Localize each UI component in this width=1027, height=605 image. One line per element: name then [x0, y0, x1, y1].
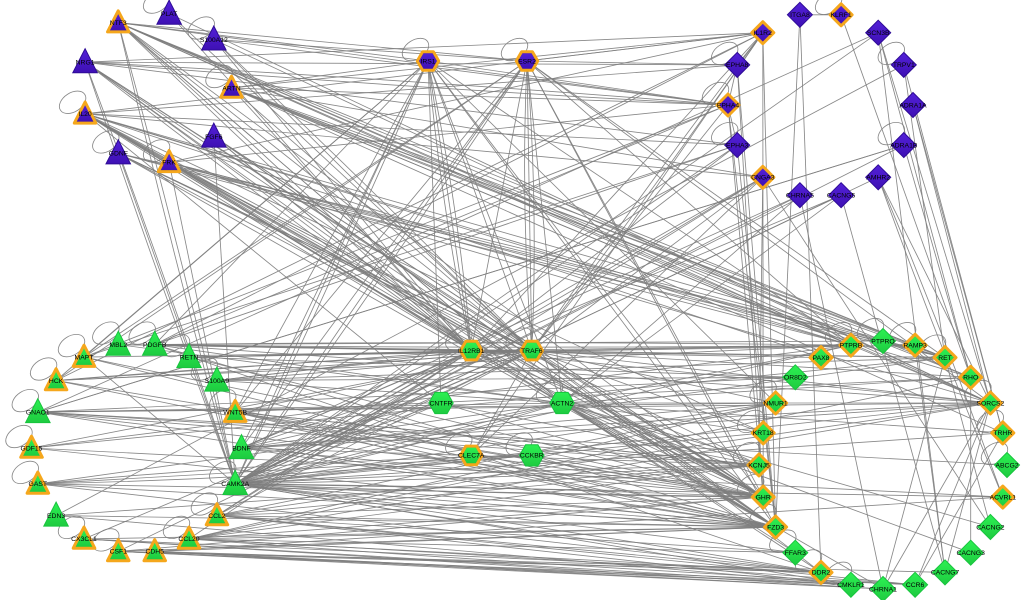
svg-text:BDNF: BDNF — [232, 445, 251, 452]
svg-text:CSF1: CSF1 — [110, 549, 128, 556]
svg-text:PLAT: PLAT — [161, 11, 178, 18]
svg-text:FGF6: FGF6 — [205, 134, 223, 141]
svg-text:ITGA8: ITGA8 — [790, 12, 810, 19]
svg-text:GDF15: GDF15 — [21, 445, 43, 452]
svg-text:GNAO1: GNAO1 — [26, 409, 50, 416]
svg-text:ABCG2: ABCG2 — [995, 462, 1018, 469]
svg-text:IRS1: IRS1 — [420, 58, 435, 65]
svg-text:CACNG5: CACNG5 — [827, 193, 856, 200]
svg-text:MAPT: MAPT — [75, 354, 94, 361]
svg-text:CHRNA1: CHRNA1 — [869, 586, 897, 593]
svg-text:CCR6: CCR6 — [906, 582, 925, 589]
svg-text:CLEC7A: CLEC7A — [458, 453, 485, 460]
svg-text:RAMP3: RAMP3 — [903, 343, 927, 350]
svg-text:KLRF1: KLRF1 — [831, 12, 852, 19]
svg-text:KCNJ5: KCNJ5 — [748, 462, 770, 469]
svg-text:PDGFB: PDGFB — [143, 342, 167, 349]
svg-text:IL12RB1: IL12RB1 — [458, 348, 485, 355]
svg-text:CACNG3: CACNG3 — [957, 550, 986, 557]
svg-text:GDNF: GDNF — [109, 151, 128, 158]
svg-text:FZD3: FZD3 — [767, 524, 784, 531]
svg-text:ACVRL1: ACVRL1 — [990, 494, 1017, 501]
svg-text:RETN: RETN — [180, 354, 199, 361]
svg-text:CAMK2A: CAMK2A — [221, 481, 249, 488]
svg-text:ADRA1B: ADRA1B — [890, 142, 918, 149]
svg-text:PAX8: PAX8 — [813, 355, 830, 362]
svg-text:CHRNA5: CHRNA5 — [786, 193, 814, 200]
svg-text:S100A12: S100A12 — [200, 37, 228, 44]
svg-text:PTPRB: PTPRB — [840, 343, 863, 350]
svg-text:CCKBR: CCKBR — [520, 453, 544, 460]
svg-text:CMKLR1: CMKLR1 — [837, 582, 865, 589]
svg-text:PTPRO: PTPRO — [871, 338, 894, 345]
svg-text:ARTN: ARTN — [222, 85, 240, 92]
svg-text:WNT5B: WNT5B — [223, 409, 247, 416]
svg-text:AMHR2: AMHR2 — [866, 175, 890, 182]
svg-text:CDH5: CDH5 — [145, 549, 164, 556]
svg-text:IL1R2: IL1R2 — [754, 30, 772, 37]
svg-text:SORCS2: SORCS2 — [976, 400, 1004, 407]
svg-text:EDN3: EDN3 — [47, 513, 65, 520]
svg-text:TRPV1: TRPV1 — [893, 62, 915, 69]
svg-text:CCL2: CCL2 — [208, 513, 226, 520]
svg-text:CACNG2: CACNG2 — [976, 524, 1005, 531]
svg-text:EPHA8: EPHA8 — [726, 62, 749, 69]
svg-text:IL20: IL20 — [78, 111, 91, 118]
svg-text:KRT18: KRT18 — [753, 430, 774, 437]
svg-text:ESR2: ESR2 — [518, 58, 536, 65]
svg-text:NTF3: NTF3 — [110, 20, 127, 27]
svg-text:ACTN2: ACTN2 — [551, 400, 574, 407]
svg-text:CNGA3: CNGA3 — [751, 175, 775, 182]
svg-text:GAST: GAST — [29, 481, 48, 488]
svg-text:GHR: GHR — [756, 494, 771, 501]
svg-text:CNTFR: CNTFR — [429, 400, 452, 407]
svg-text:CCL20: CCL20 — [178, 536, 199, 543]
svg-text:FRK: FRK — [162, 160, 176, 167]
svg-text:DDR2: DDR2 — [812, 570, 831, 577]
svg-text:OR8D2: OR8D2 — [784, 375, 807, 382]
svg-text:CACNG7: CACNG7 — [931, 570, 960, 577]
svg-text:EPHA4: EPHA4 — [717, 102, 740, 109]
svg-text:ADRA1A: ADRA1A — [899, 102, 927, 109]
svg-text:FFAR3: FFAR3 — [785, 550, 806, 557]
svg-text:S100A9: S100A9 — [205, 378, 229, 385]
svg-text:RHO: RHO — [963, 375, 978, 382]
svg-text:CX3CL1: CX3CL1 — [71, 536, 97, 543]
svg-text:HCK: HCK — [49, 378, 64, 385]
svg-text:NRG1: NRG1 — [76, 60, 95, 67]
svg-text:TRHR: TRHR — [993, 430, 1012, 437]
svg-text:MBL2: MBL2 — [109, 342, 127, 349]
svg-text:SCN3B: SCN3B — [867, 30, 890, 37]
svg-text:RET: RET — [938, 355, 952, 362]
svg-text:NMUR1: NMUR1 — [764, 400, 788, 407]
svg-text:EPHA3: EPHA3 — [726, 142, 749, 149]
svg-text:TRAF6: TRAF6 — [521, 348, 543, 355]
